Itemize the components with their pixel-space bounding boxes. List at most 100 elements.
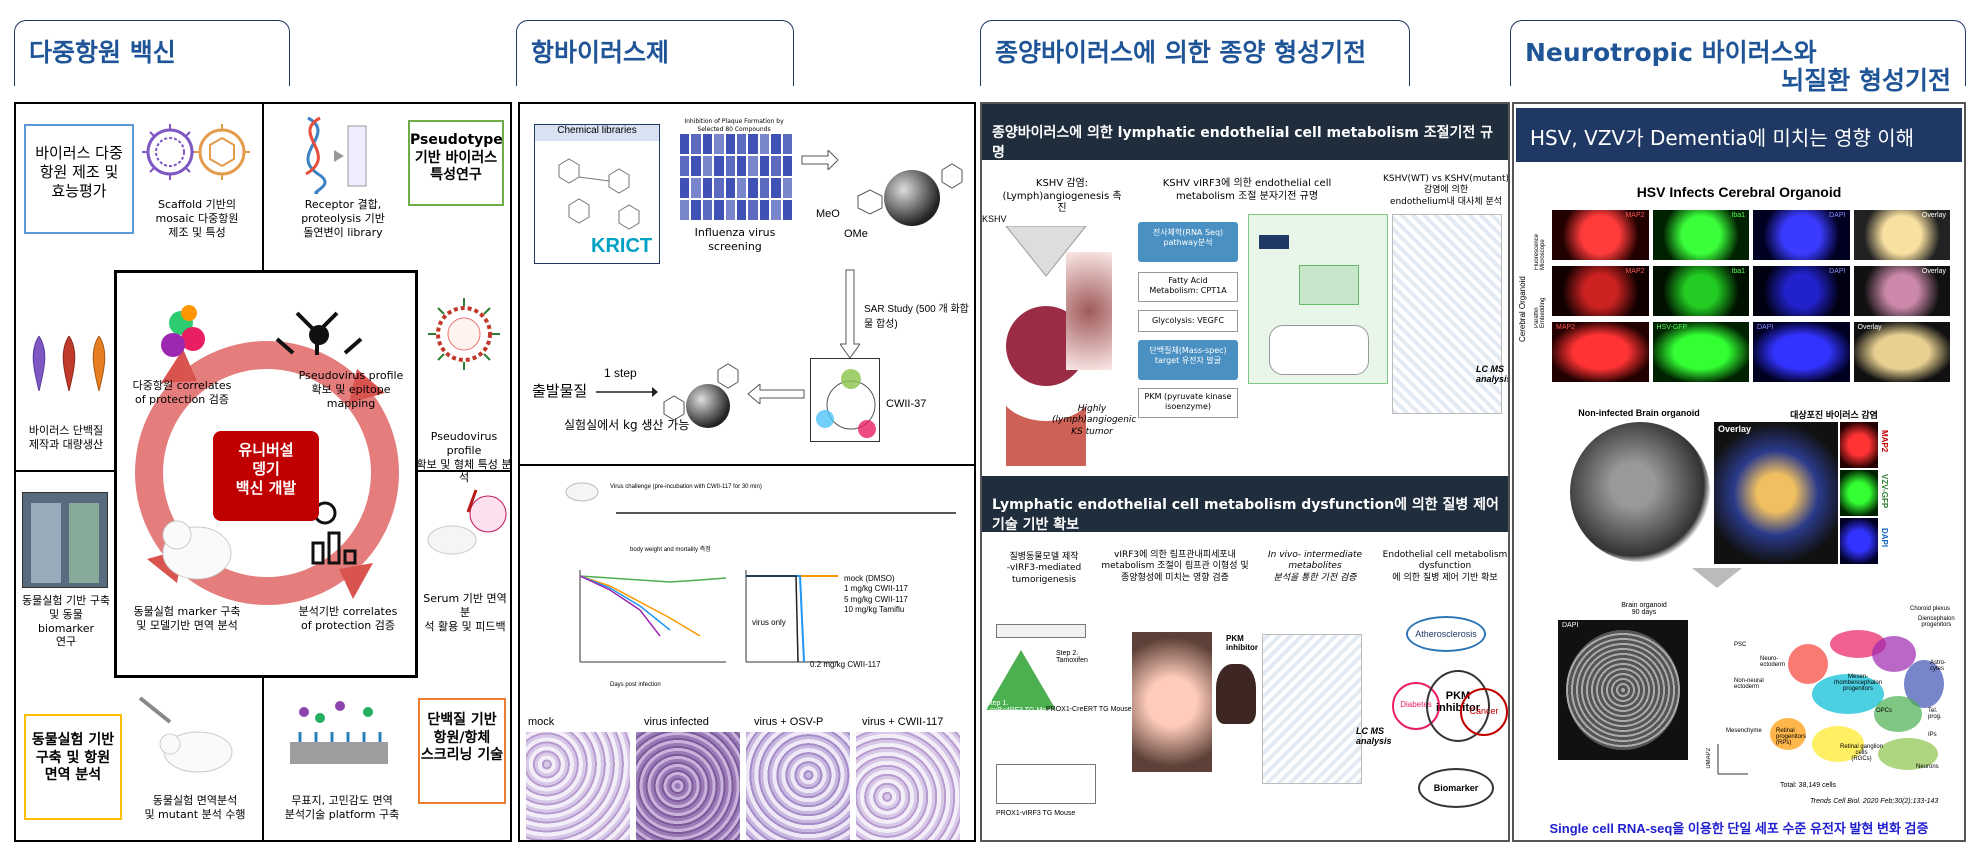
divider: [262, 104, 264, 270]
krict-logo: KRICT: [591, 235, 653, 257]
tab-vaccine[interactable]: 다중항원 백신: [14, 20, 290, 86]
cycle-pseudovirus: Pseudovirus profile 확보 및 epitope mapping: [298, 369, 404, 410]
box-production: 바이러스 다중 항원 제조 및 효능평가: [24, 124, 134, 234]
cancer-node: Cancer: [1460, 688, 1508, 736]
step2b-label: PROX1-CreERT TG Mouse: [1046, 706, 1132, 713]
animal-biomarker-label: 동물실험 기반 구축 및 동물 biomarker 연구: [22, 594, 110, 649]
sar-label: SAR Study (500 개 화합물 합성): [864, 304, 969, 330]
section-header-2: Lymphatic endothelial cell metabolism dy…: [982, 476, 1508, 533]
tab-antiviral-label: 항바이러스제: [531, 38, 670, 67]
divider: [416, 470, 510, 472]
dna-helix-icon: [305, 116, 367, 194]
chemical-library-card: Chemical libraries KRICT: [534, 124, 660, 264]
antiviral-panel: Chemical libraries KRICT Inhibition of P…: [518, 102, 976, 842]
cluster-neurons: Neurons: [1916, 764, 1939, 770]
biomarker-node: Biomarker: [1418, 768, 1494, 808]
platform-label: 무표지, 고민감도 면역 분석기술 platform 구축: [284, 794, 400, 821]
cwii37-label: CWII-37: [886, 398, 927, 410]
histo-label-infected: virus infected: [644, 716, 709, 728]
histology-cwii: [856, 732, 960, 840]
pseudovirus-characterization-label: Pseudovirus profile 확보 및 형체 특성 분석: [416, 430, 512, 485]
flow-mass-spec: 단백질체(Mass-spec) target 유전자 발굴: [1138, 340, 1238, 380]
box-pseudotype: Pseudotype 기반 바이러스 특성연구: [408, 120, 504, 206]
embryo-photo: [1132, 632, 1212, 772]
col-invivo: In vivo- intermediate metabolites 분석을 통한…: [1267, 550, 1363, 583]
legend-item: 1 mg/kg CWII-117: [844, 584, 908, 594]
flow-fatty-acid: Fatty Acid Metabolism: CPT1A: [1138, 272, 1238, 302]
umap-axis: UMAP2: [1706, 748, 1712, 769]
lcms-label-2: LC MS analysis: [1356, 726, 1392, 746]
cluster-neuroectoderm: Neuro- ectoderm: [1760, 656, 1786, 668]
side-dapi: [1840, 518, 1878, 564]
histo-label-osv: virus + OSV-P: [754, 716, 824, 728]
row-label-2: Paraffin Embedding: [1534, 297, 1546, 328]
chart-legend: mock (DMSO) 1 mg/kg CWII-117 5 mg/kg CWI…: [844, 574, 908, 616]
histo-label-mock: mock: [528, 716, 555, 728]
serum-mouse-icon: [427, 489, 507, 555]
lead-compound-icon: [857, 163, 963, 226]
cluster-mesen: Mesen- rhombencephalon progenitors: [1834, 674, 1883, 692]
micro-row-3: MAP2 HSV-GFP DAPI Overlay: [1552, 322, 1950, 382]
days-label: Days post infection: [610, 682, 661, 688]
cycle-box: 유니버설 뎅기 백신 개발 다중항원 correlates of protect…: [114, 270, 418, 678]
cycle-multi-antigen: 다중항원 correlates of protection 검증: [132, 379, 232, 406]
dose-label: 0.2 mg/kg CWII-117: [810, 660, 881, 669]
noninfected-organoid: [1570, 422, 1710, 562]
ks-tumor-photo: [1066, 252, 1112, 370]
tab-neurotropic[interactable]: Neurotropic 바이러스와 뇌질환 형성기전: [1510, 20, 1966, 95]
arrow-right-icon: [596, 387, 658, 397]
legend-item: 10 mg/kg Tamiflu: [844, 605, 905, 615]
ome-label: OMe: [844, 228, 868, 240]
micro-cell: HSV-GFP: [1652, 322, 1749, 382]
chem-libraries-label: Chemical libraries: [535, 125, 659, 141]
section-header-1: 종양바이러스에 의한 lymphatic endothelial cell me…: [982, 104, 1508, 161]
virf3-title: KSHV vIRF3에 의한 endothelial cell metaboli…: [1162, 178, 1332, 202]
tab-oncovirus-label: 종양바이러스에 의한 종양 형성기전: [995, 38, 1367, 67]
virus-challenge-label: Virus challenge (pre-incubation with CWI…: [610, 484, 762, 490]
mouse-icon: [565, 482, 599, 502]
micro-cell: Overlay: [1853, 210, 1950, 260]
micro-cell: Overlay: [1853, 266, 1950, 316]
lcms-label: LC MS analysis: [1476, 364, 1510, 384]
brain90-label: Brain organoid 90 days: [1621, 602, 1667, 616]
protein-icon: [32, 335, 106, 392]
protein-production-label: 바이러스 단백질 제작과 대량생산: [28, 424, 104, 451]
plaque-plate-grid: [680, 134, 792, 220]
micro-cell: Overlay: [1853, 322, 1950, 382]
step2-label: Step 2. Tamoxifen: [1056, 650, 1088, 664]
cluster-retinal-prog: Retinal progenitors (RPs): [1776, 728, 1807, 746]
cycle-arrows: [135, 305, 399, 605]
histology-osv: [746, 732, 850, 840]
micro-cell: MAP2: [1552, 322, 1649, 382]
scaffold-label: Scaffold 기반의 mosaic 다중항원 제조 및 특성: [155, 198, 239, 239]
micro-cell: DAPI: [1753, 210, 1850, 260]
atherosclerosis-node: Atherosclerosis: [1406, 616, 1486, 652]
cluster-mesenchyme: Mesenchyme: [1726, 728, 1762, 734]
cycle-analysis: 분석기반 correlates of protection 검증: [298, 605, 398, 632]
cluster-diencephalon: Diencephalon progenitors: [1918, 616, 1955, 628]
tab-oncovirus[interactable]: 종양바이러스에 의한 종양 형성기전: [980, 20, 1410, 86]
row-label-1: Fluorescence Microscope: [1534, 233, 1546, 270]
injection-mouse-icon: [138, 696, 233, 773]
pathway-diagram: [1248, 214, 1388, 384]
side-label: Cerebral Organoid: [1518, 276, 1527, 342]
cluster-nonneural: Non-neural ectoderm: [1734, 678, 1764, 690]
cluster-opcs: OPCs: [1876, 708, 1893, 714]
cluster-telprog: Tel. prog.: [1928, 708, 1942, 720]
box-screening: 단백질 기반 항원/항체 스크리닝 기술: [418, 698, 506, 804]
cluster-choroid: Choroid plexus: [1910, 606, 1951, 612]
immune-analysis-label: 동물실험 면역분석 및 mutant 분석 수행: [144, 794, 246, 821]
citation: Trends Cell Biol. 2020 Feb;30(2):133-143: [1810, 798, 1939, 805]
kshv-infection-label: KSHV 감염: (Lymph)angiogenesis 촉진: [1002, 178, 1122, 214]
mouse-photo: [1216, 664, 1256, 724]
body-weight-chart: [579, 570, 727, 663]
virus-only-label: virus only: [752, 618, 786, 627]
timeline: [616, 512, 956, 514]
total-cells: Total: 38,149 cells: [1780, 782, 1837, 789]
survival-chart: [745, 570, 838, 663]
cycle-marker: 동물실험 marker 구축 및 모델기반 면역 분석: [133, 605, 241, 632]
col-control: Endothelial cell metabolism dysfunction …: [1382, 550, 1508, 583]
side-map2: [1840, 422, 1878, 468]
receptor-label: Receptor 결합, proteolysis 기반 돌연변이 library: [301, 198, 385, 239]
tab-antiviral[interactable]: 항바이러스제: [516, 20, 794, 86]
